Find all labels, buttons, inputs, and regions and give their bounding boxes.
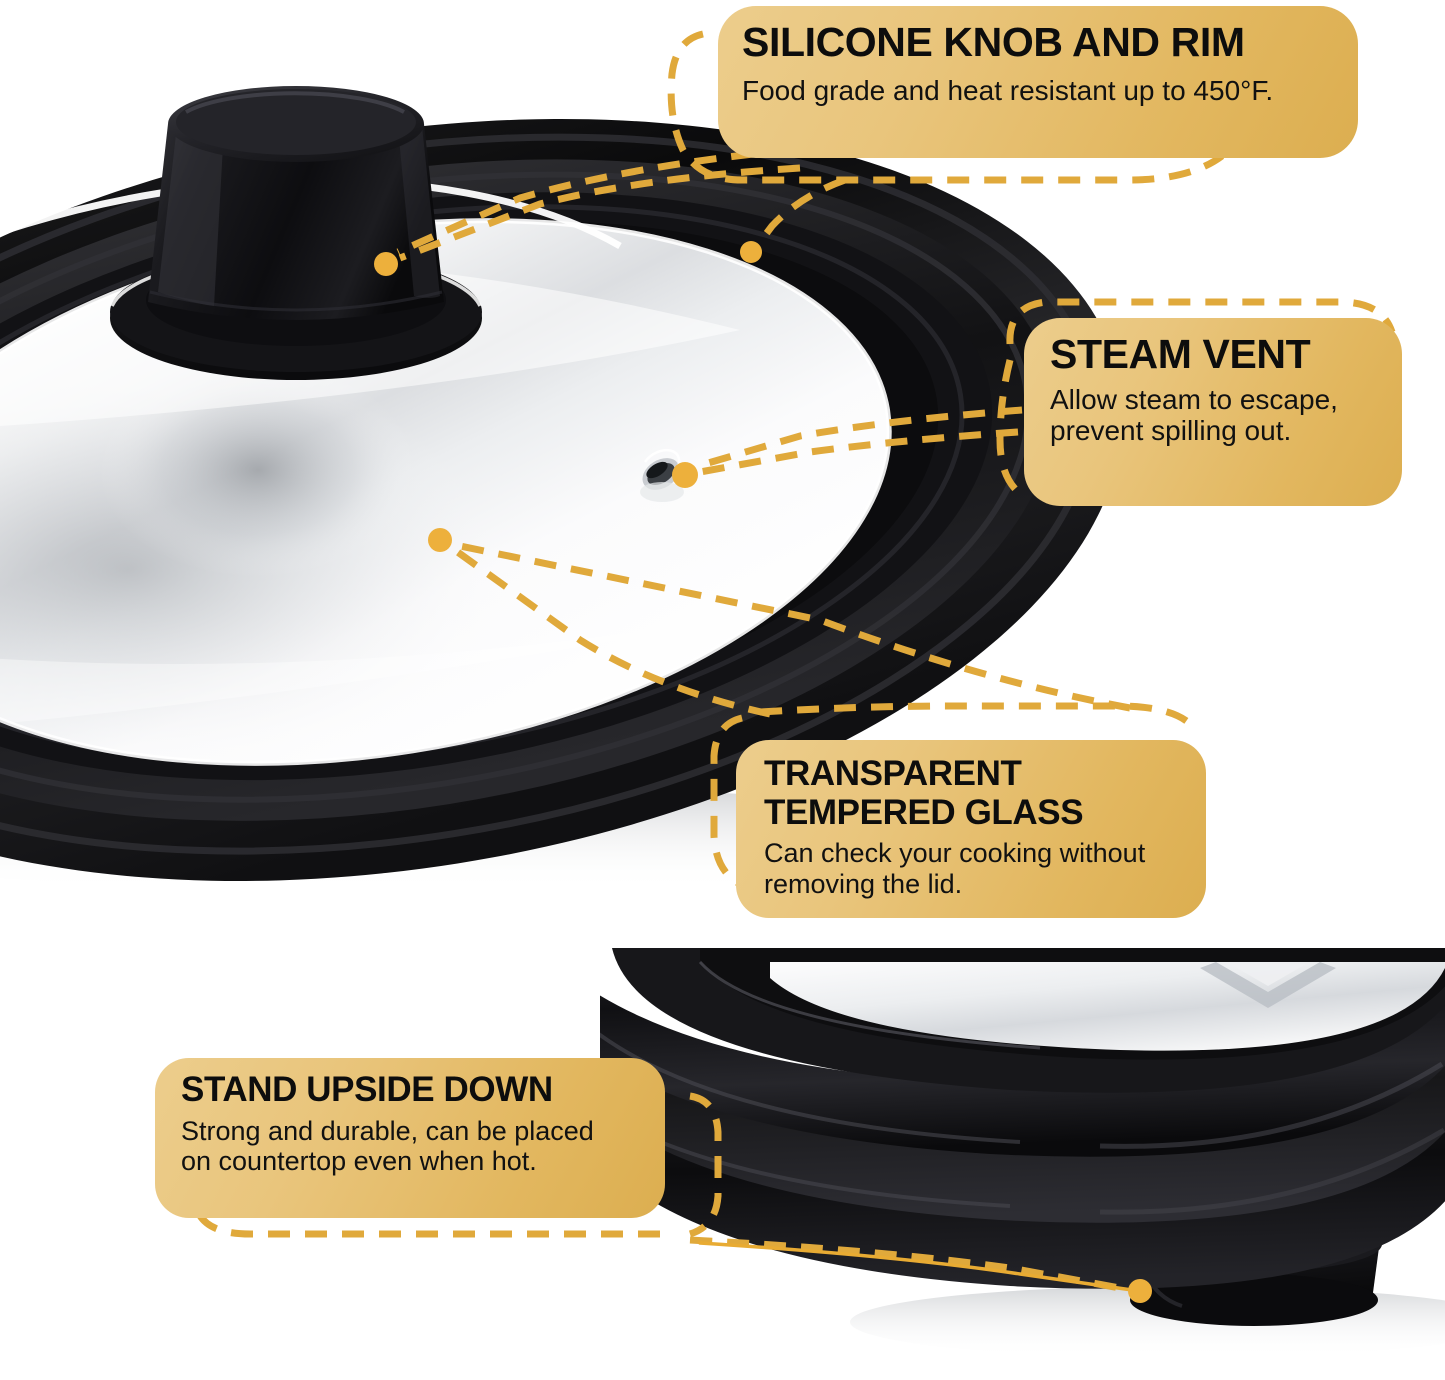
callout-steam-vent: STEAM VENT Allow steam to escape, preven… — [1024, 318, 1402, 506]
callout-title: SILICONE KNOB AND RIM — [742, 19, 1245, 65]
callout-silicone-knob-and-rim: SILICONE KNOB AND RIM Food grade and hea… — [718, 6, 1358, 158]
callout-title: STEAM VENT — [1050, 331, 1311, 377]
marker-steam-vent — [672, 462, 698, 488]
callout-title: TRANSPARENT TEMPERED GLASS — [764, 754, 1084, 833]
callout-stand-upside-down: STAND UPSIDE DOWN Strong and durable, ca… — [155, 1058, 665, 1218]
marker-rim — [740, 241, 762, 263]
callout-title: STAND UPSIDE DOWN — [181, 1070, 553, 1109]
marker-glass — [428, 528, 452, 552]
callout-transparent-tempered-glass: TRANSPARENT TEMPERED GLASS Can check you… — [736, 740, 1206, 918]
marker-knob — [374, 252, 398, 276]
callout-subtitle: Strong and durable, can be placed on cou… — [181, 1115, 594, 1177]
knob-body — [148, 86, 444, 320]
callout-subtitle: Food grade and heat resistant up to 450°… — [742, 74, 1274, 106]
callout-subtitle: Allow steam to escape, prevent spilling … — [1050, 383, 1338, 447]
steam-vent-hole — [640, 448, 684, 502]
callout-subtitle: Can check your cooking without removing … — [764, 838, 1146, 899]
marker-stand — [1128, 1279, 1152, 1303]
